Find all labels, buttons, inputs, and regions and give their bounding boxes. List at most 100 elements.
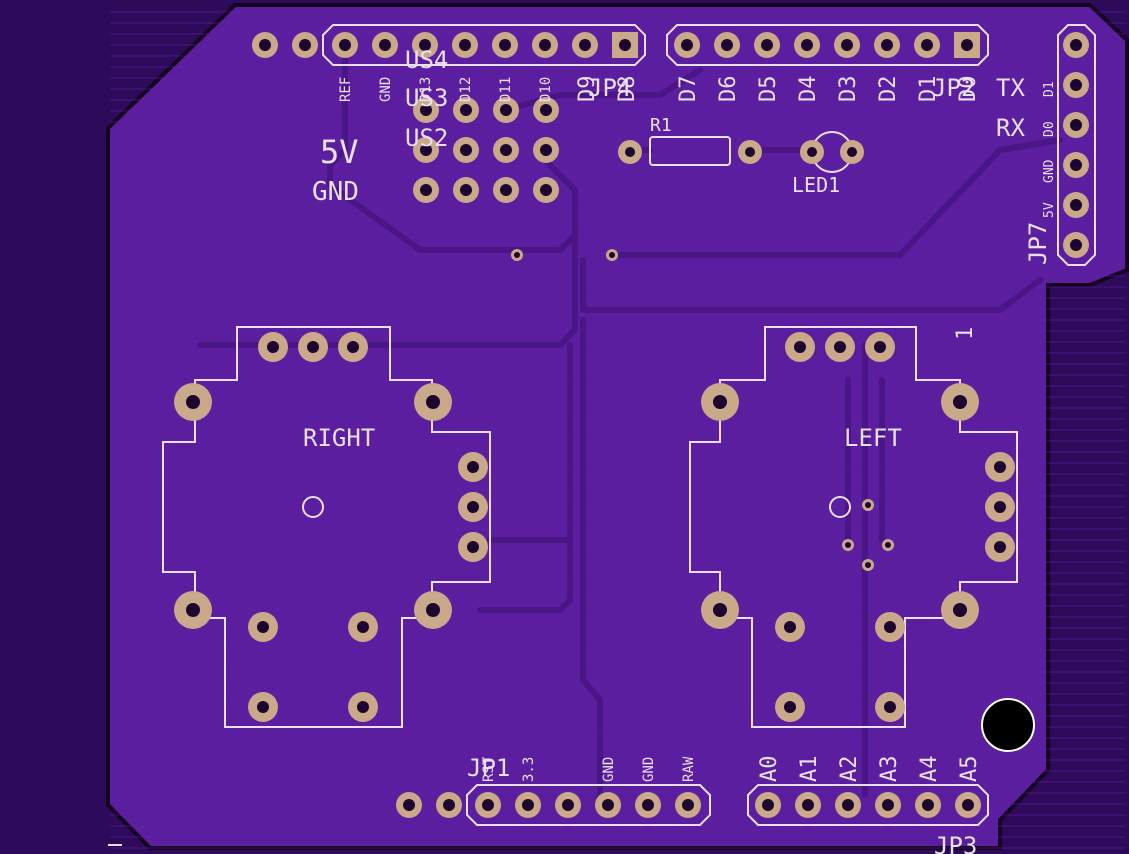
through-hole-pad [533,137,559,163]
through-hole-pad [174,591,212,629]
pin-label: D1 [916,76,941,103]
pin-label: GND [641,757,657,782]
through-hole-pad [292,32,318,58]
through-hole-pad [515,792,541,818]
through-hole-pad [174,383,212,421]
through-hole-pad [492,32,518,58]
pin-label: D10 [538,77,554,102]
through-hole-pad [941,591,979,629]
through-hole-pad [955,792,981,818]
through-hole-pad [453,177,479,203]
through-hole-pad [862,559,874,571]
through-hole-pad [412,32,438,58]
through-hole-pad [493,177,519,203]
through-hole-pad [348,692,378,722]
through-hole-pad [875,612,905,642]
pin-label: A0 [757,756,782,783]
pin-label: GND [1042,159,1057,183]
through-hole-pad [1063,32,1089,58]
through-hole-pad [985,452,1015,482]
pin-label: D0 [1042,121,1057,137]
through-hole-pad [738,140,762,164]
through-hole-pad [258,332,288,362]
through-hole-pad [1063,112,1089,138]
through-hole-pad [701,591,739,629]
mounting-hole [981,698,1035,752]
through-hole-pad [835,792,861,818]
through-hole-pad [452,32,478,58]
through-hole-pad [298,332,328,362]
through-hole-pad [1063,72,1089,98]
pin-label: D13 [418,77,434,102]
pin-label: A5 [957,756,982,783]
through-hole-pad [413,97,439,123]
pin-label: GND [601,757,617,782]
bottom-right-pin-labels: A0 A1 A2 A3 A4 A5 [757,756,982,783]
pin-label: GND [378,77,394,102]
pin-label: A4 [917,756,942,783]
top-header-right-labels: D7 D6 D5 D4 D3 D2 D1 D0 [676,76,981,103]
pin-label: D2 [876,76,901,103]
us4-label: US4 [405,46,448,74]
through-hole-pad [533,97,559,123]
through-hole-pad [882,539,894,551]
power-5v-label: 5V [320,133,359,171]
tx-label: TX [996,74,1025,102]
pin-label: D8 [615,76,640,103]
through-hole-pad [985,532,1015,562]
pin-label: 5V [1042,202,1057,218]
rx-label: RX [996,114,1025,142]
pin-label: D11 [498,77,514,102]
jp7-pin-labels: D1 D0 GND 5V [1042,81,1057,218]
pin-label: A2 [837,756,862,783]
r1-label: R1 [650,115,672,136]
through-hole-pad [453,137,479,163]
pin-label: D3 [836,76,861,103]
through-hole-pad [875,692,905,722]
through-hole-pad [985,492,1015,522]
square-pad [612,32,638,58]
through-hole-pad [834,32,860,58]
through-hole-pad [413,137,439,163]
pin-label: D5 [756,76,781,103]
pin-label: D4 [796,76,821,103]
through-hole-pad [874,32,900,58]
jp1-label: JP1 [467,754,510,782]
pin-label: D6 [716,76,741,103]
us2-label: US2 [405,124,448,152]
through-hole-pad [252,32,278,58]
pin-label: RAW [681,756,697,782]
through-hole-pad [414,591,452,629]
top-header-left-labels: REF GND D13 D12 D11 D10 D9 D8 [338,76,640,103]
through-hole-pad [458,492,488,522]
through-hole-pad [1063,152,1089,178]
right-joystick-label: RIGHT [303,424,375,452]
pin-label: D0 [956,76,981,103]
through-hole-pad [915,792,941,818]
through-hole-pad [396,792,422,818]
through-hole-pad [348,612,378,642]
through-hole-pad [532,32,558,58]
through-hole-pad [414,383,452,421]
pin-label: D9 [575,76,600,103]
through-hole-pad [674,32,700,58]
pin1-label: 1 [953,327,978,340]
through-hole-pad [795,792,821,818]
jp3-label: JP3 [934,832,977,854]
pin-label: 3.3 [521,757,537,782]
left-joystick-label: LEFT [844,424,902,452]
power-gnd-label: GND [312,177,359,207]
through-hole-pad [493,137,519,163]
pin-label: RST [481,756,497,782]
through-hole-pad [842,539,854,551]
through-hole-pad [1063,192,1089,218]
through-hole-pad [775,612,805,642]
through-hole-pad [785,332,815,362]
through-hole-pad [436,792,462,818]
through-hole-pad [635,792,661,818]
through-hole-pad [332,32,358,58]
pin-label: REF [338,77,354,102]
through-hole-pad [755,792,781,818]
square-pad [954,32,980,58]
